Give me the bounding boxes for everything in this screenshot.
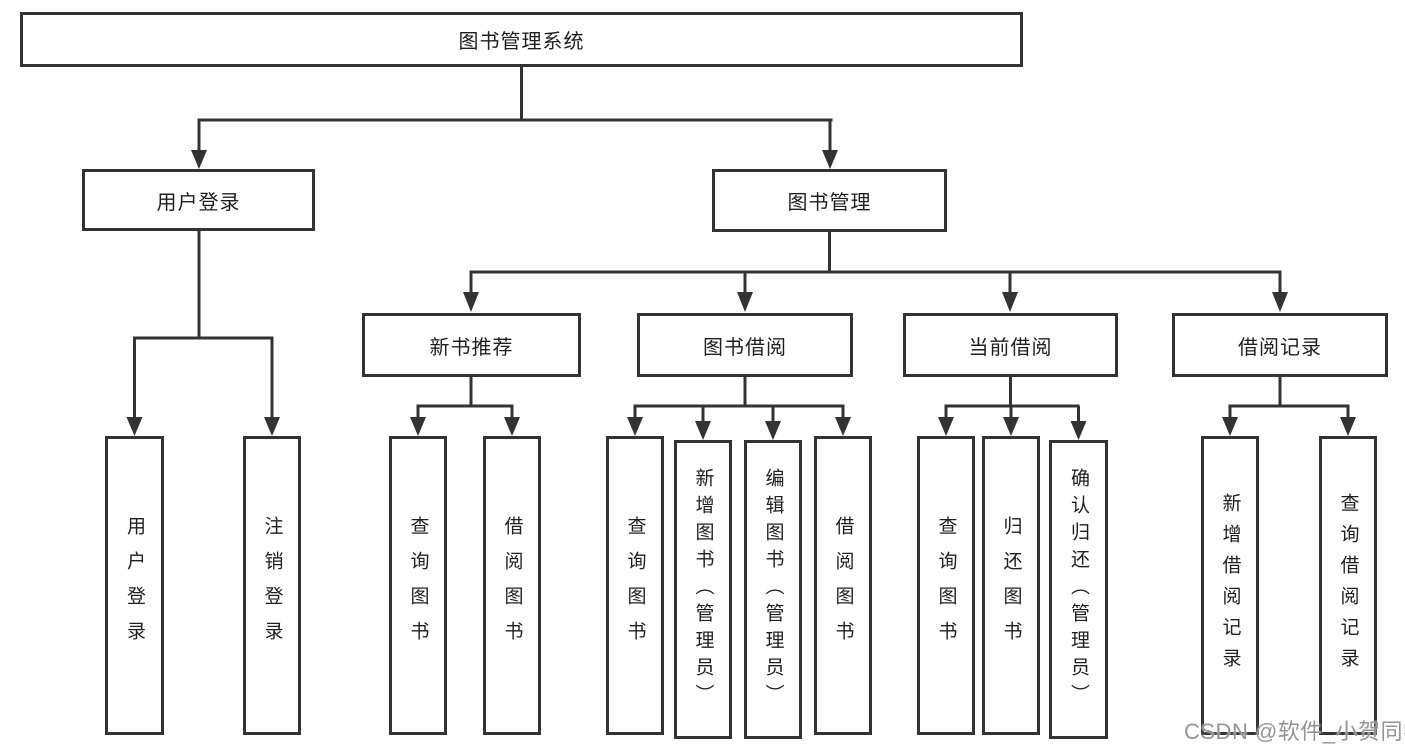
node-current-borrow-label: 当前借阅 [968,336,1053,359]
node-book-borrow: 图书借阅 [637,313,853,377]
leaf-query-books-borrow-label: 查询图书 [624,515,646,656]
leaf-add-borrow-record: 新增借阅记录 [1201,436,1259,735]
node-borrow-records-label: 借阅记录 [1238,336,1322,359]
leaf-borrow-books-label: 借阅图书 [832,515,854,656]
node-root-label: 图书管理系统 [458,31,585,53]
node-user-login: 用户登录 [82,169,315,231]
leaf-add-book-admin: 新增图书（管理员） [674,440,732,739]
leaf-return-books-label: 归还图书 [1000,515,1022,656]
leaf-user-login: 用户登录 [105,436,164,735]
leaf-query-books-recommend-label: 查询图书 [407,515,429,656]
leaf-query-books-recommend: 查询图书 [389,436,447,735]
leaf-logout-label: 注销登录 [261,515,283,656]
node-book-management-label: 图书管理 [787,192,872,214]
node-root: 图书管理系统 [20,12,1023,67]
leaf-edit-book-admin-label: 编辑图书（管理员） [762,468,784,711]
node-book-management: 图书管理 [712,169,947,232]
leaf-query-books-borrow: 查询图书 [606,436,664,735]
leaf-confirm-return-admin-label: 确认归还（管理员） [1068,468,1089,711]
leaf-borrow-books-recommend-label: 借阅图书 [501,515,523,656]
leaf-add-book-admin-label: 新增图书（管理员） [692,468,714,711]
leaf-add-borrow-record-label: 新增借阅记录 [1219,492,1241,679]
leaf-query-books-current: 查询图书 [917,436,975,735]
leaf-logout: 注销登录 [243,436,301,735]
leaf-return-books: 归还图书 [982,436,1040,735]
node-book-borrow-label: 图书借阅 [703,336,787,359]
node-new-book-recommend-label: 新书推荐 [429,336,514,359]
leaf-user-login-label: 用户登录 [124,515,145,656]
node-new-book-recommend: 新书推荐 [362,313,581,377]
leaf-query-borrow-record: 查询借阅记录 [1319,436,1377,735]
node-user-login-label: 用户登录 [156,191,241,214]
leaf-borrow-books-recommend: 借阅图书 [483,436,541,735]
leaf-borrow-books: 借阅图书 [814,436,872,735]
node-borrow-records: 借阅记录 [1172,313,1388,377]
watermark-text: CSDN @软件_小贺同学 [1184,719,1405,744]
leaf-query-books-current-label: 查询图书 [935,515,957,656]
leaf-edit-book-admin: 编辑图书（管理员） [744,440,802,739]
leaf-query-borrow-record-label: 查询借阅记录 [1337,492,1359,679]
leaf-confirm-return-admin: 确认归还（管理员） [1049,440,1108,739]
node-current-borrow: 当前借阅 [903,313,1118,377]
